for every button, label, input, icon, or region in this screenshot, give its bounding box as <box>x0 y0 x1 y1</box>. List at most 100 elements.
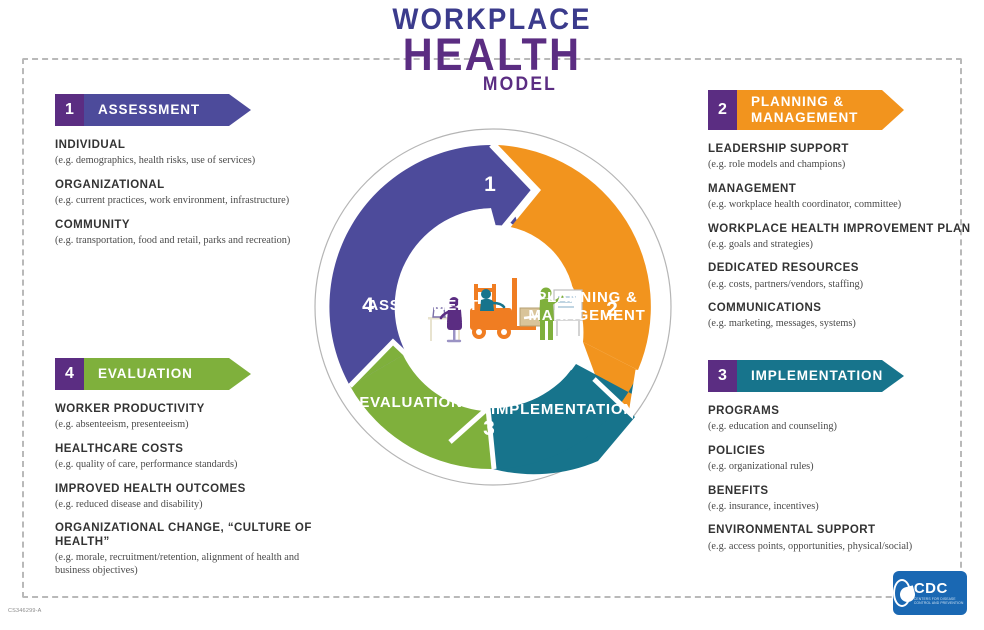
center-illustration <box>428 278 583 343</box>
panel-implementation: 3 IMPLEMENTATION PROGRAMS (e.g. educatio… <box>708 360 980 564</box>
entry-management: MANAGEMENT (e.g. workplace health coordi… <box>708 183 980 212</box>
wheel-number-2: 2 <box>606 298 618 321</box>
entry-title: BENEFITS <box>708 484 769 497</box>
illustration-forklift <box>470 278 545 339</box>
wheel-segment-planning[interactable] <box>498 145 651 370</box>
cdc-logo-subtext: CENTERS FOR DISEASE CONTROL AND PREVENTI… <box>913 597 964 605</box>
page-title: WORKPLACE HEALTH MODEL <box>0 3 984 96</box>
wheel-segment-implementation-body[interactable] <box>488 364 638 469</box>
banner-assessment[interactable]: 1 ASSESSMENT <box>55 94 251 126</box>
entry-title: DEDICATED RESOURCES <box>708 262 859 275</box>
entry-organizational-change: ORGANIZATIONAL CHANGE, “CULTURE OF HEALT… <box>55 522 327 578</box>
wheel-label-assessment: ASSESSMENT <box>367 297 478 314</box>
banner-evaluation[interactable]: 4 EVALUATION <box>55 358 251 390</box>
entry-subtext: (e.g. education and counseling) <box>708 421 837 433</box>
wheel-number-4: 4 <box>362 294 374 317</box>
banner-number-3: 3 <box>708 360 737 392</box>
entry-subtext: (e.g. workplace health coordinator, comm… <box>708 199 902 211</box>
title-line-workplace: WORKPLACE <box>392 3 592 36</box>
entry-title: WORKER PRODUCTIVITY <box>55 403 205 415</box>
entry-title: MANAGEMENT <box>708 182 797 195</box>
wheel-label-planning-line2: MANAGEMENT <box>528 307 645 324</box>
banner-number-4: 4 <box>55 358 84 390</box>
banner-text-line1: EVALUATION <box>98 366 193 382</box>
entry-subtext: (e.g. transportation, food and retail, p… <box>55 234 291 246</box>
entry-workplace-health-improvement-plan: WORKPLACE HEALTH IMPROVEMENT PLAN (e.g. … <box>708 223 980 252</box>
entry-title: PROGRAMS <box>708 405 780 417</box>
banner-text-line1: PLANNING & <box>751 94 844 110</box>
entry-dedicated-resources: DEDICATED RESOURCES (e.g. costs, partner… <box>708 262 980 291</box>
entry-subtext: (e.g. costs, partners/vendors, staffing) <box>708 278 864 290</box>
entry-benefits: BENEFITS (e.g. insurance, incentives) <box>708 485 980 514</box>
banner-number-1: 1 <box>55 94 84 126</box>
entry-individual: INDIVIDUAL (e.g. demographics, health ri… <box>55 139 327 168</box>
entry-subtext: (e.g. organizational rules) <box>708 461 814 473</box>
wheel-segment-assessment-body[interactable] <box>329 145 491 386</box>
entry-worker-productivity: WORKER PRODUCTIVITY (e.g. absenteeism, p… <box>55 403 327 432</box>
entry-organizational: ORGANIZATIONAL (e.g. current practices, … <box>55 179 327 208</box>
banner-text-line1: ASSESSMENT <box>98 102 201 118</box>
banner-label-implementation: IMPLEMENTATION <box>737 360 904 392</box>
entry-policies: POLICIES (e.g. organizational rules) <box>708 445 980 474</box>
banner-implementation[interactable]: 3 IMPLEMENTATION <box>708 360 904 392</box>
banner-planning-management[interactable]: 2 PLANNING & MANAGEMENT <box>708 90 904 130</box>
entry-subtext: (e.g. absenteeism, presenteeism) <box>55 419 189 431</box>
wheel-label-planning-line1: PLANNING & <box>536 289 637 306</box>
entry-subtext: (e.g. goals and strategies) <box>708 238 813 250</box>
entry-communications: COMMUNICATIONS (e.g. marketing, messages… <box>708 302 980 331</box>
separator-2 <box>592 369 641 420</box>
entry-title: ORGANIZATIONAL <box>55 178 165 191</box>
entry-title: LEADERSHIP SUPPORT <box>708 143 849 155</box>
entry-subtext: (e.g. current practices, work environmen… <box>55 195 290 207</box>
title-line-health: HEALTH <box>402 29 582 81</box>
title-line-model: MODEL <box>482 74 558 96</box>
entry-title: COMMUNICATIONS <box>708 302 822 315</box>
wheel-label-evaluation: EVALUATION <box>359 394 462 411</box>
outer-ring <box>314 128 672 486</box>
entry-subtext: (e.g. quality of care, performance stand… <box>55 459 238 471</box>
entry-environmental-support: ENVIRONMENTAL SUPPORT (e.g. access point… <box>708 524 980 553</box>
illustration-desk-worker <box>428 297 462 343</box>
panel-assessment: 1 ASSESSMENT INDIVIDUAL (e.g. demographi… <box>55 94 327 258</box>
cdc-logo: CDC CENTERS FOR DISEASE CONTROL AND PREV… <box>893 571 967 615</box>
entry-improved-health-outcomes: IMPROVED HEALTH OUTCOMES (e.g. reduced d… <box>55 483 327 512</box>
entry-title: IMPROVED HEALTH OUTCOMES <box>55 482 246 495</box>
wheel-number-3: 3 <box>483 417 495 440</box>
entry-leadership-support: LEADERSHIP SUPPORT (e.g. role models and… <box>708 143 980 172</box>
wheel-chevron-notch-1 <box>491 145 534 234</box>
wheel-label-implementation: IMPLEMENTATION <box>491 401 635 418</box>
panel-planning-management: 2 PLANNING & MANAGEMENT LEADERSHIP SUPPO… <box>708 90 980 342</box>
entry-title: ORGANIZATIONAL CHANGE, “CULTURE OF HEALT… <box>55 522 312 548</box>
entry-healthcare-costs: HEALTHCARE COSTS (e.g. quality of care, … <box>55 443 327 472</box>
entry-title: POLICIES <box>708 444 766 457</box>
dashed-border-frame <box>22 58 962 598</box>
entry-title: COMMUNITY <box>55 218 130 231</box>
separator-3 <box>448 402 497 470</box>
document-code: CS346299-A <box>8 608 42 614</box>
entry-programs: PROGRAMS (e.g. education and counseling) <box>708 405 980 434</box>
entry-community: COMMUNITY (e.g. transportation, food and… <box>55 219 327 248</box>
banner-label-planning-management: PLANNING & MANAGEMENT <box>737 90 904 130</box>
entry-title: INDIVIDUAL <box>55 139 126 151</box>
entry-subtext: (e.g. access points, opportunities, phys… <box>708 540 913 552</box>
entry-subtext: (e.g. marketing, messages, systems) <box>708 318 856 330</box>
separator-4 <box>348 338 433 388</box>
wheel-segment-evaluation[interactable] <box>350 355 494 470</box>
entry-subtext: (e.g. reduced disease and disability) <box>55 498 203 510</box>
wheel-number-1: 1 <box>484 173 496 196</box>
entry-subtext: (e.g. demographics, health risks, use of… <box>55 155 256 167</box>
banner-text-line2: MANAGEMENT <box>751 110 859 125</box>
banner-text-line1: IMPLEMENTATION <box>751 368 884 384</box>
banner-label-assessment: ASSESSMENT <box>84 94 251 126</box>
entry-subtext: (e.g. insurance, incentives) <box>708 500 819 512</box>
cdc-logo-text: CDC <box>913 580 948 597</box>
separator-1 <box>489 143 538 236</box>
panel-evaluation: 4 EVALUATION WORKER PRODUCTIVITY (e.g. a… <box>55 358 327 589</box>
cdc-eagle-icon <box>893 579 911 607</box>
entry-title: HEALTHCARE COSTS <box>55 442 184 455</box>
illustration-presenter <box>539 287 583 340</box>
entry-subtext: (e.g. role models and champions) <box>708 159 846 171</box>
entry-subtext: (e.g. morale, recruitment/retention, ali… <box>55 551 300 577</box>
banner-number-2: 2 <box>708 90 737 130</box>
